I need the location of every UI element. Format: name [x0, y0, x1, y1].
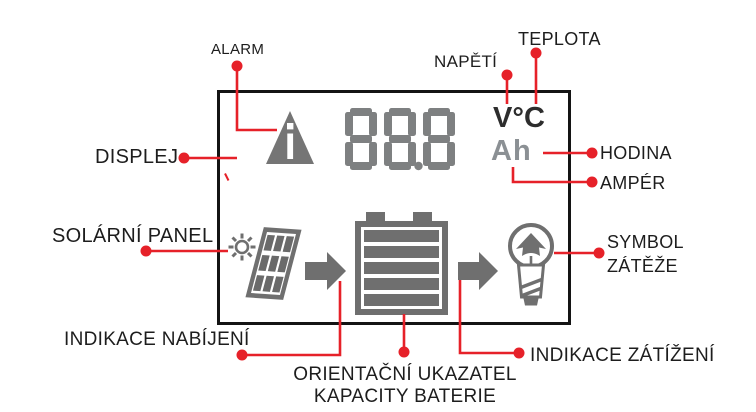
label-symbol-zateze-line2: ZÁTĚŽE: [607, 256, 678, 276]
label-hodina: HODINA: [600, 143, 672, 163]
label-orientacni-ukazatel: ORIENTAČNÍ UKAZATEL KAPACITY BATERIE: [250, 364, 560, 408]
label-indikace-zatizeni: INDIKACE ZÁTÍŽENÍ: [530, 345, 715, 366]
label-symbol-zateze-line1: SYMBOL: [607, 232, 684, 252]
seven-segment-digit: [384, 108, 416, 170]
seven-segment-value: [345, 108, 455, 171]
amp-hour-unit: Ah: [491, 135, 532, 167]
label-orientacni-line1: ORIENTAČNÍ UKAZATEL: [293, 364, 517, 385]
connector-amper: [511, 167, 592, 184]
connector-alarm: [235, 66, 277, 132]
label-alarm: ALARM: [211, 41, 265, 58]
decimal-point: [414, 161, 423, 171]
connector-lines: [146, 53, 599, 357]
label-displej: DISPLEJ: [95, 146, 179, 168]
label-napeti: NAPĚTÍ: [434, 52, 498, 71]
label-indikace-nabijeni: INDIKACE NABÍJENÍ: [64, 329, 250, 350]
load-bulb-icon: [508, 223, 554, 306]
seven-segment-digit: [423, 108, 455, 170]
seven-segment-digit: [345, 108, 377, 170]
stray-mark: [224, 173, 230, 181]
charge-arrow-icon: [305, 252, 346, 290]
connector-indikace-nabijeni: [242, 281, 342, 357]
label-amper: AMPÉR: [600, 173, 666, 193]
connector-indikace-zatizeni: [458, 280, 519, 355]
load-arrow-icon: [458, 252, 498, 290]
sun-icon: [228, 233, 256, 261]
alarm-warning-triangle-icon: [266, 111, 314, 164]
label-teplota: TEPLOTA: [518, 29, 601, 49]
celsius-unit: °C: [512, 102, 545, 134]
volt-unit: V: [493, 102, 513, 134]
connector-dots: [140, 47, 605, 361]
label-orientacni-line2: KAPACITY BATERIE: [313, 386, 497, 407]
solar-panel-icon: [245, 227, 302, 300]
label-solarni-panel: SOLÁRNÍ PANEL: [52, 225, 214, 247]
battery-capacity-icon: [355, 212, 448, 315]
label-symbol-zateze: SYMBOL ZÁTĚŽE: [607, 230, 684, 278]
volt-celsius-unit: V°C: [493, 102, 545, 135]
